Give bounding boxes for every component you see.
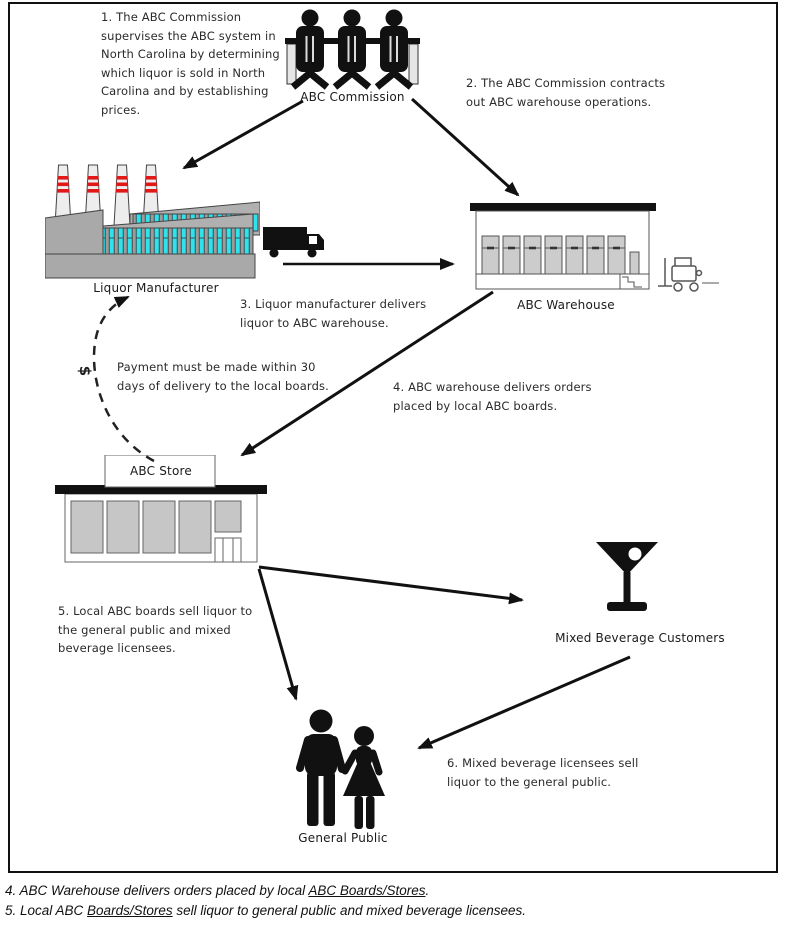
dollar-sign: $ [76,365,95,377]
footnote-4-suffix: . [425,883,430,898]
note-4: 4. ABC warehouse delivers orders placed … [393,380,592,413]
note-5: 5. Local ABC boards sell liquor to the g… [58,604,253,655]
note-3: 3. Liquor manufacturer delivers liquor t… [240,297,427,330]
general-public-illustration [296,709,385,829]
commission-label: ABC Commission [300,90,405,104]
note-1: 1. The ABC Commission supervises the ABC… [101,10,280,117]
crate-icons [481,235,626,275]
store-label: ABC Store [130,464,192,478]
truck-icon [263,227,324,258]
martini-glass-icon [596,542,658,611]
factory-buildings [45,201,260,279]
footnote-5: 5. Local ABC Boards/Stores sell liquor t… [5,901,526,921]
general-public-label: General Public [298,831,388,845]
commissioner-icons [290,9,414,90]
footnote-5-text: 5. Local ABC [5,902,88,918]
footnote-5-suffix: sell liquor to general public and mixed … [172,902,527,918]
woman-icon [341,726,385,829]
manufacturer-label: Liquor Manufacturer [93,281,219,295]
footnote-5-underlined: Boards/Stores [87,902,173,918]
abc-warehouse-illustration [470,203,656,290]
footnote-4-underlined: ABC Boards/Stores [308,883,426,898]
store-windows [70,500,242,554]
footnotes: 4. ABC Warehouse delivers orders placed … [5,881,526,920]
forklift-icon [658,257,719,292]
store-door [214,537,242,563]
note-2: 2. The ABC Commission contracts out ABC … [466,76,666,109]
man-icon [296,709,346,826]
mixed-beverage-label: Mixed Beverage Customers [555,631,725,645]
abc-store-illustration [55,455,267,563]
liquor-manufacturer-illustration [45,164,260,279]
footnote-4-text: 4. ABC Warehouse delivers orders placed … [5,883,309,898]
footnote-4: 4. ABC Warehouse delivers orders placed … [5,881,526,901]
warehouse-label: ABC Warehouse [517,298,615,312]
abc-commission-illustration [285,9,420,90]
note-payment: Payment must be made within 30 days of d… [117,360,329,393]
note-6: 6. Mixed beverage licensees sell liquor … [447,756,639,789]
